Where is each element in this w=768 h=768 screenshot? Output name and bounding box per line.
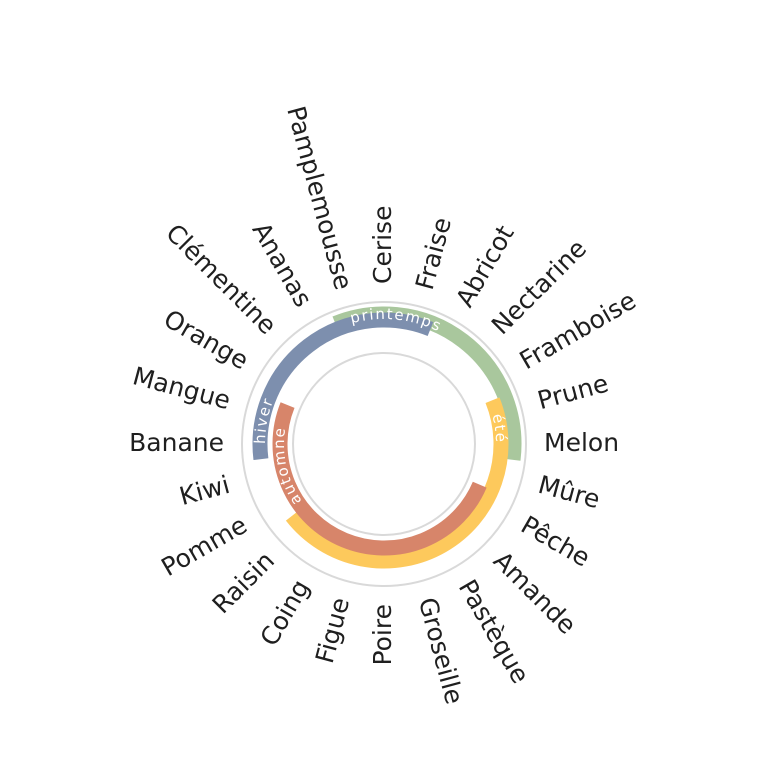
fruit-label-prune: Prune <box>534 368 611 415</box>
season-arcs <box>252 306 522 569</box>
season-arc-ete <box>285 397 509 569</box>
fruit-label-fraise: Fraise <box>410 214 457 293</box>
outer-guide-ring <box>241 301 527 587</box>
fruit-label-groseille: Groseille <box>413 594 469 707</box>
season-arc-hiver <box>252 312 434 461</box>
fruit-label-figue: Figue <box>310 594 355 666</box>
fruit-label-cerise: Cerise <box>368 206 397 284</box>
fruit-label-poire: Poire <box>368 604 397 666</box>
season-label-ete: été <box>488 412 510 444</box>
season-arc-printemps <box>332 306 522 461</box>
fruit-label-melon: Melon <box>544 428 619 457</box>
inner-guide-ring <box>292 352 476 536</box>
fruit-label-raisin: Raisin <box>207 546 280 619</box>
fruit-label-banane: Banane <box>129 428 224 457</box>
fruit-label-mangue: Mangue <box>130 361 234 415</box>
fruit-label-kiwi: Kiwi <box>176 470 233 511</box>
season-arc-automne <box>272 402 487 556</box>
fruit-label-mure: Mûre <box>535 470 603 514</box>
fruit-label-coing: Coing <box>254 575 315 651</box>
fruit-label-peche: Pêche <box>516 510 595 572</box>
